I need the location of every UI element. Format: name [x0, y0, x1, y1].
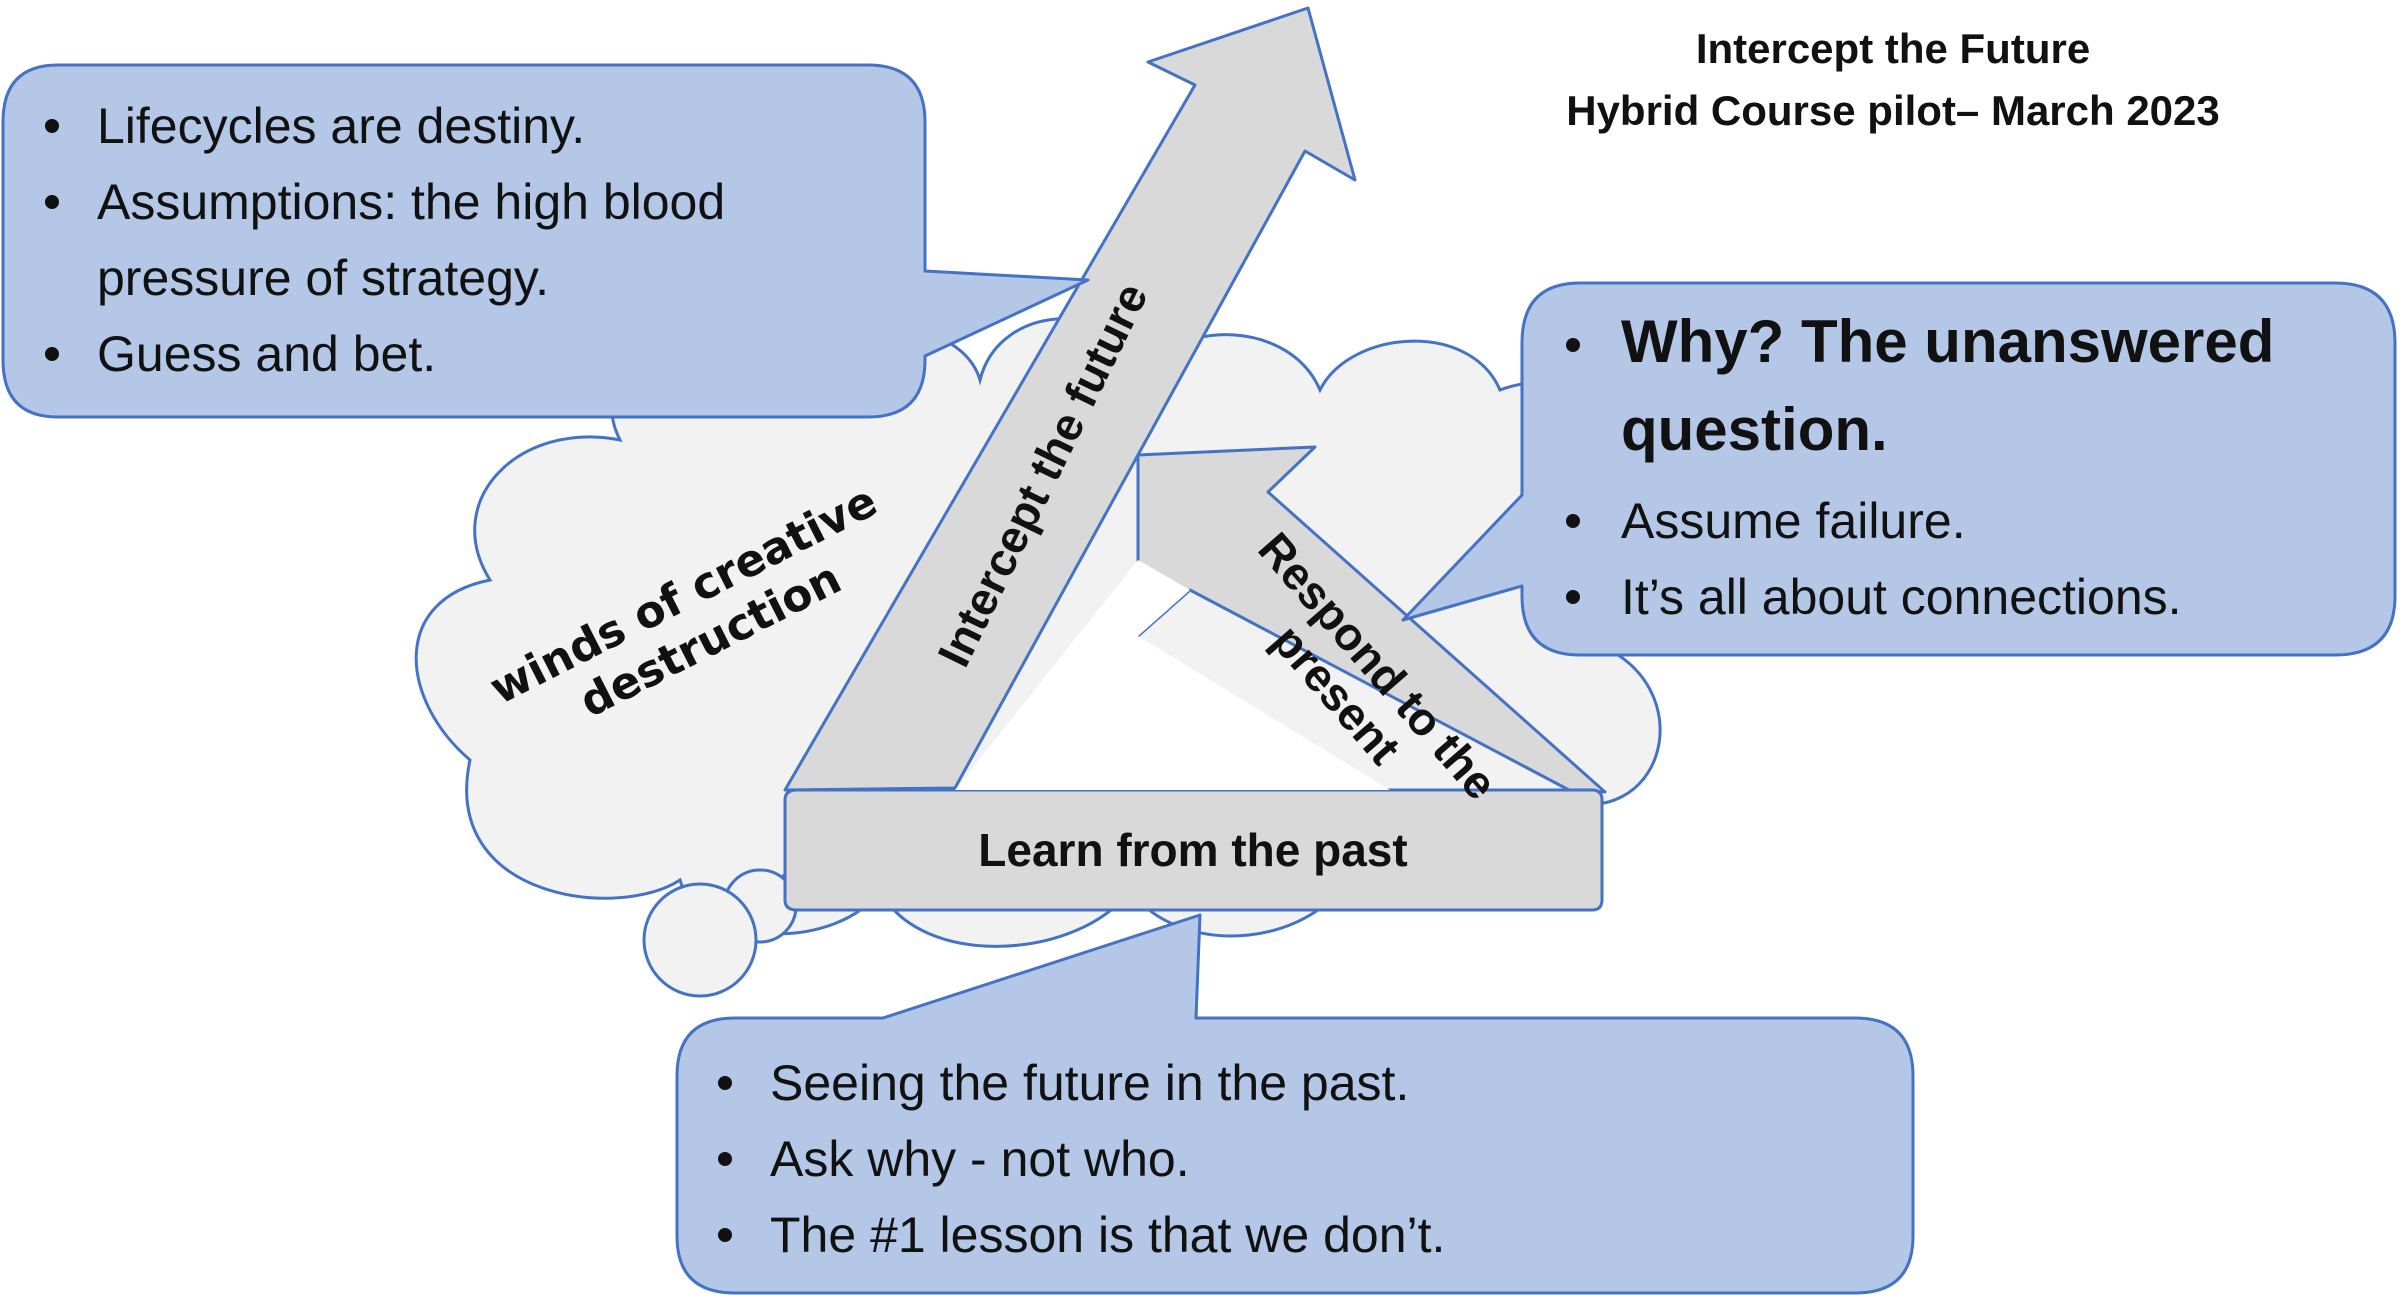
callout-past-bullet-1-line-1: Seeing the future in the past.: [770, 1055, 1409, 1111]
callout-past-bullets: Seeing the future in the past. Ask why - …: [718, 1055, 1445, 1263]
callout-future-shape: [1, 63, 1090, 419]
callout-past-shape: [675, 913, 1915, 1295]
bullet-dot: [718, 1152, 732, 1166]
callout-present-bullet-1-line-1: Why? The unanswered: [1621, 308, 2274, 375]
bullet-dot: [45, 195, 59, 209]
cloud-bubble-large: [642, 882, 758, 998]
triangle-hole: [955, 560, 1390, 790]
past-arrow-label: Learn from the past: [978, 824, 1407, 876]
callout-past: Seeing the future in the past. Ask why - …: [675, 913, 1915, 1295]
callout-present: Why? The unanswered question. Assume failu…: [1401, 281, 2397, 657]
callout-future: Lifecycles are destiny. Assumptions: the …: [1, 63, 1090, 419]
future-arrow: [783, 6, 1357, 792]
bullet-dot: [1566, 338, 1580, 352]
bullet-dot: [45, 119, 59, 133]
callout-present-bullet-1-line-2: question.: [1621, 396, 1888, 463]
callout-past-bullet-2-line-1: Ask why - not who.: [770, 1131, 1190, 1187]
callout-past-bullet-3-line-1: The #1 lesson is that we don’t.: [770, 1207, 1445, 1263]
title-line2: Hybrid Course pilot– March 2023: [1566, 87, 2220, 134]
callout-present-shape: [1401, 281, 2397, 657]
callout-future-bullets: Lifecycles are destiny. Assumptions: the …: [45, 98, 725, 382]
callout-present-bullets: Why? The unanswered question. Assume failu…: [1566, 308, 2274, 625]
triangle-arrows: [783, 6, 1607, 912]
callout-future-bullet-2-line-2: pressure of strategy.: [97, 250, 549, 306]
title-line1: Intercept the Future: [1696, 25, 2090, 72]
present-arrow: [1136, 445, 1607, 794]
callout-present-bullet-2-line-1: Assume failure.: [1621, 493, 1966, 549]
bullet-dot: [718, 1228, 732, 1242]
callout-future-bullet-2-line-1: Assumptions: the high blood: [97, 174, 725, 230]
callout-present-bullet-3-line-1: It’s all about connections.: [1621, 569, 2182, 625]
bullet-dot: [1566, 590, 1580, 604]
past-arrow: [783, 788, 1604, 912]
bullet-dot: [45, 347, 59, 361]
bullet-dot: [1566, 514, 1580, 528]
bullet-dot: [718, 1076, 732, 1090]
callout-future-bullet-3-line-1: Guess and bet.: [97, 326, 436, 382]
callout-future-bullet-1-line-1: Lifecycles are destiny.: [97, 98, 585, 154]
